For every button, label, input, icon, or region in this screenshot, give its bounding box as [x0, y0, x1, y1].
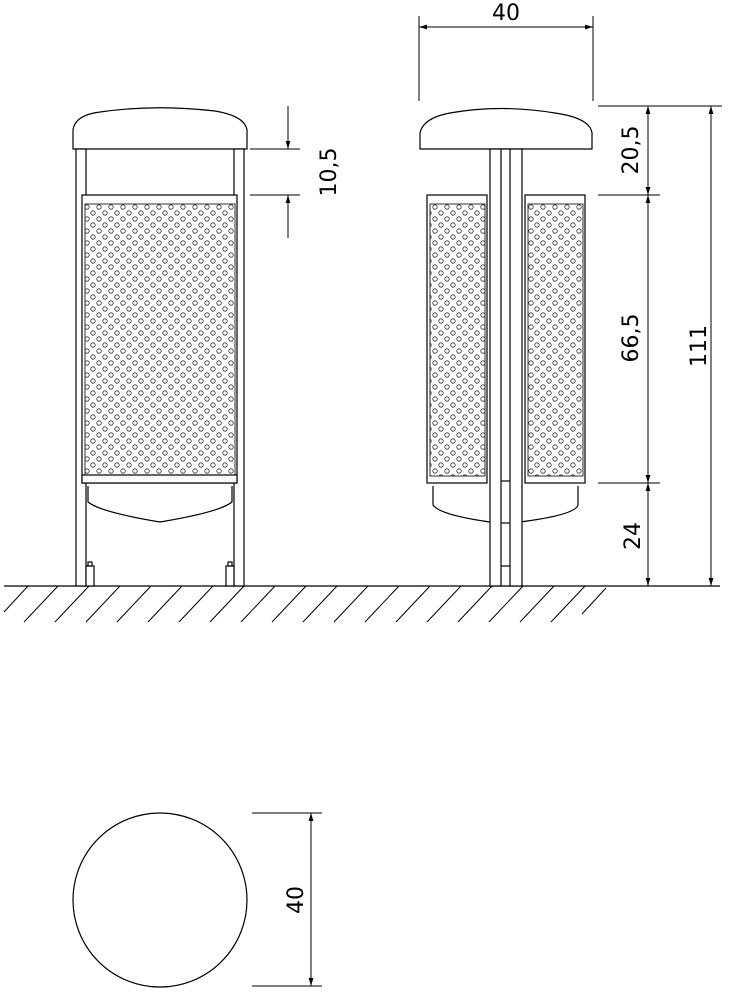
front-foot-right — [225, 565, 235, 587]
dimension-label-bottom-clearance: 24 — [621, 522, 646, 550]
dimension-top-diameter — [252, 812, 322, 987]
front-foot-left — [85, 565, 95, 587]
ground — [3, 585, 720, 623]
side-view — [419, 107, 593, 587]
dimension-label-side-width: 40 — [492, 1, 520, 26]
dimension-label-body-height: 66,5 — [619, 314, 644, 363]
side-lid — [419, 107, 593, 150]
front-view — [72, 107, 248, 587]
front-bin-bottom — [87, 486, 233, 523]
dimension-label-top-diameter: 40 — [284, 886, 309, 914]
dimension-front-gap — [250, 106, 300, 238]
top-view-circle — [72, 812, 248, 988]
dimension-side-vertical — [598, 105, 722, 586]
front-lid — [72, 107, 248, 150]
dimension-label-total-height: 111 — [687, 325, 712, 367]
side-post-outer — [489, 148, 523, 587]
dimension-label-lid-height: 20,5 — [619, 126, 644, 175]
dimension-label-front-gap: 10,5 — [317, 148, 342, 197]
dimension-side-width — [418, 16, 594, 101]
